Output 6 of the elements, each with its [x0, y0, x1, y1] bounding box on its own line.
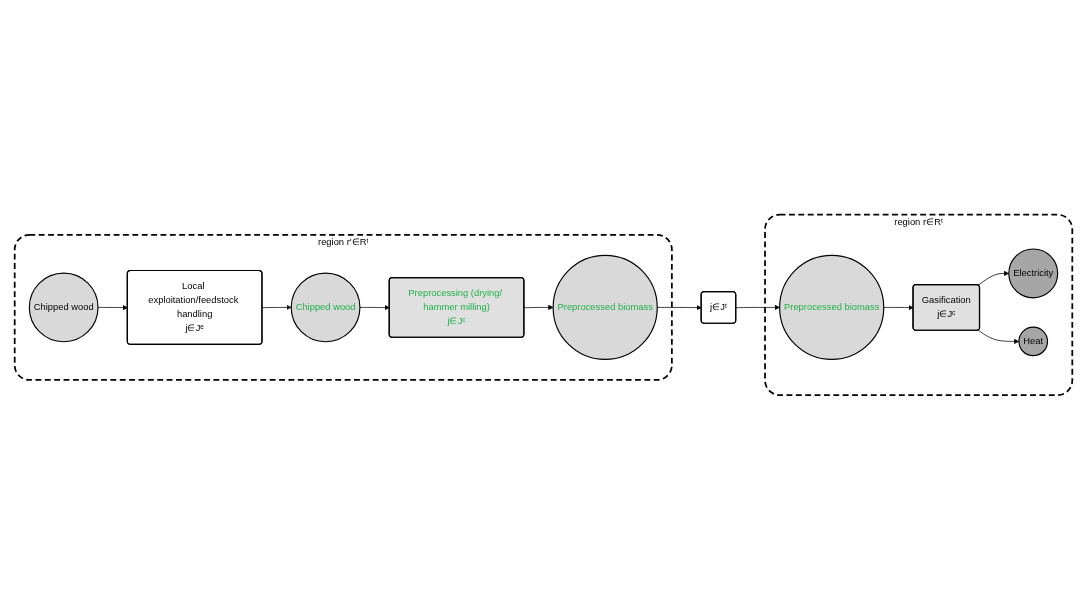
- node-circle: Chipped wood: [28, 272, 99, 342]
- node-circle: Chipped wood: [290, 272, 361, 342]
- node-circle: Preprocessed biomass: [552, 254, 658, 360]
- node-circle: Heat: [1018, 326, 1049, 356]
- node-circle: Preprocessed biomass: [779, 254, 885, 360]
- node-circle: Electricity: [1008, 248, 1059, 299]
